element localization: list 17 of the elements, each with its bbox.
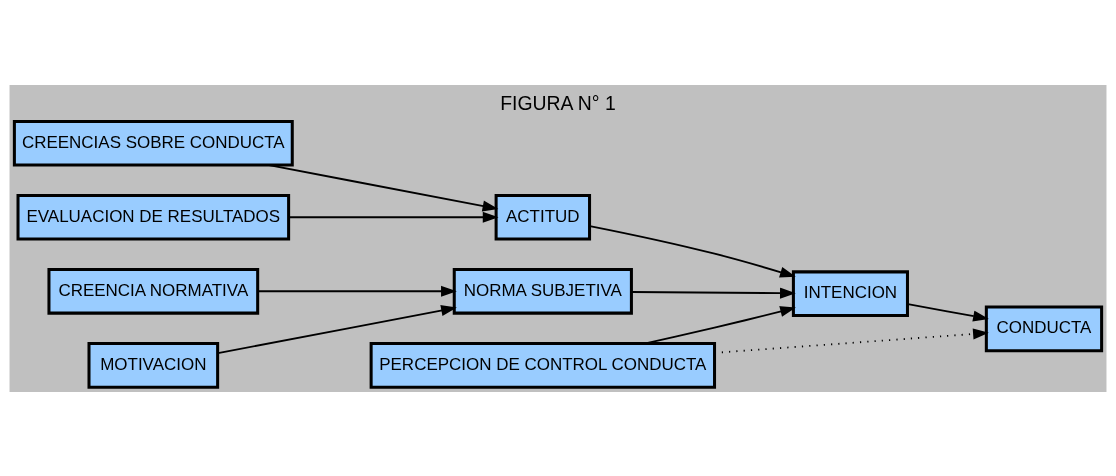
- node-box: INTENCION: [791, 269, 909, 317]
- node-box: CREENCIA NORMATIVA: [47, 267, 260, 315]
- node-box: EVALUACION DE RESULTADOS: [16, 193, 291, 241]
- arrow: [588, 224, 796, 277]
- node-box: NORMA SUBJETIVA: [452, 267, 633, 315]
- arrow: [630, 287, 796, 299]
- arrow: [256, 285, 457, 297]
- diagram-title: FIGURA N° 1: [500, 91, 616, 114]
- arrow: [287, 211, 499, 223]
- arrow: [217, 304, 457, 354]
- arrow: [907, 302, 989, 322]
- node-box: CREENCIAS SOBRE CONDUCTA: [12, 119, 294, 167]
- node-box: ACTITUD: [494, 193, 592, 241]
- node-box: MOTIVACION: [87, 341, 220, 389]
- node-box: PERCEPCION DE CONTROL CONDUCTA: [369, 341, 717, 389]
- node-box: CONDUCTA: [984, 305, 1104, 352]
- arrow: [268, 163, 499, 211]
